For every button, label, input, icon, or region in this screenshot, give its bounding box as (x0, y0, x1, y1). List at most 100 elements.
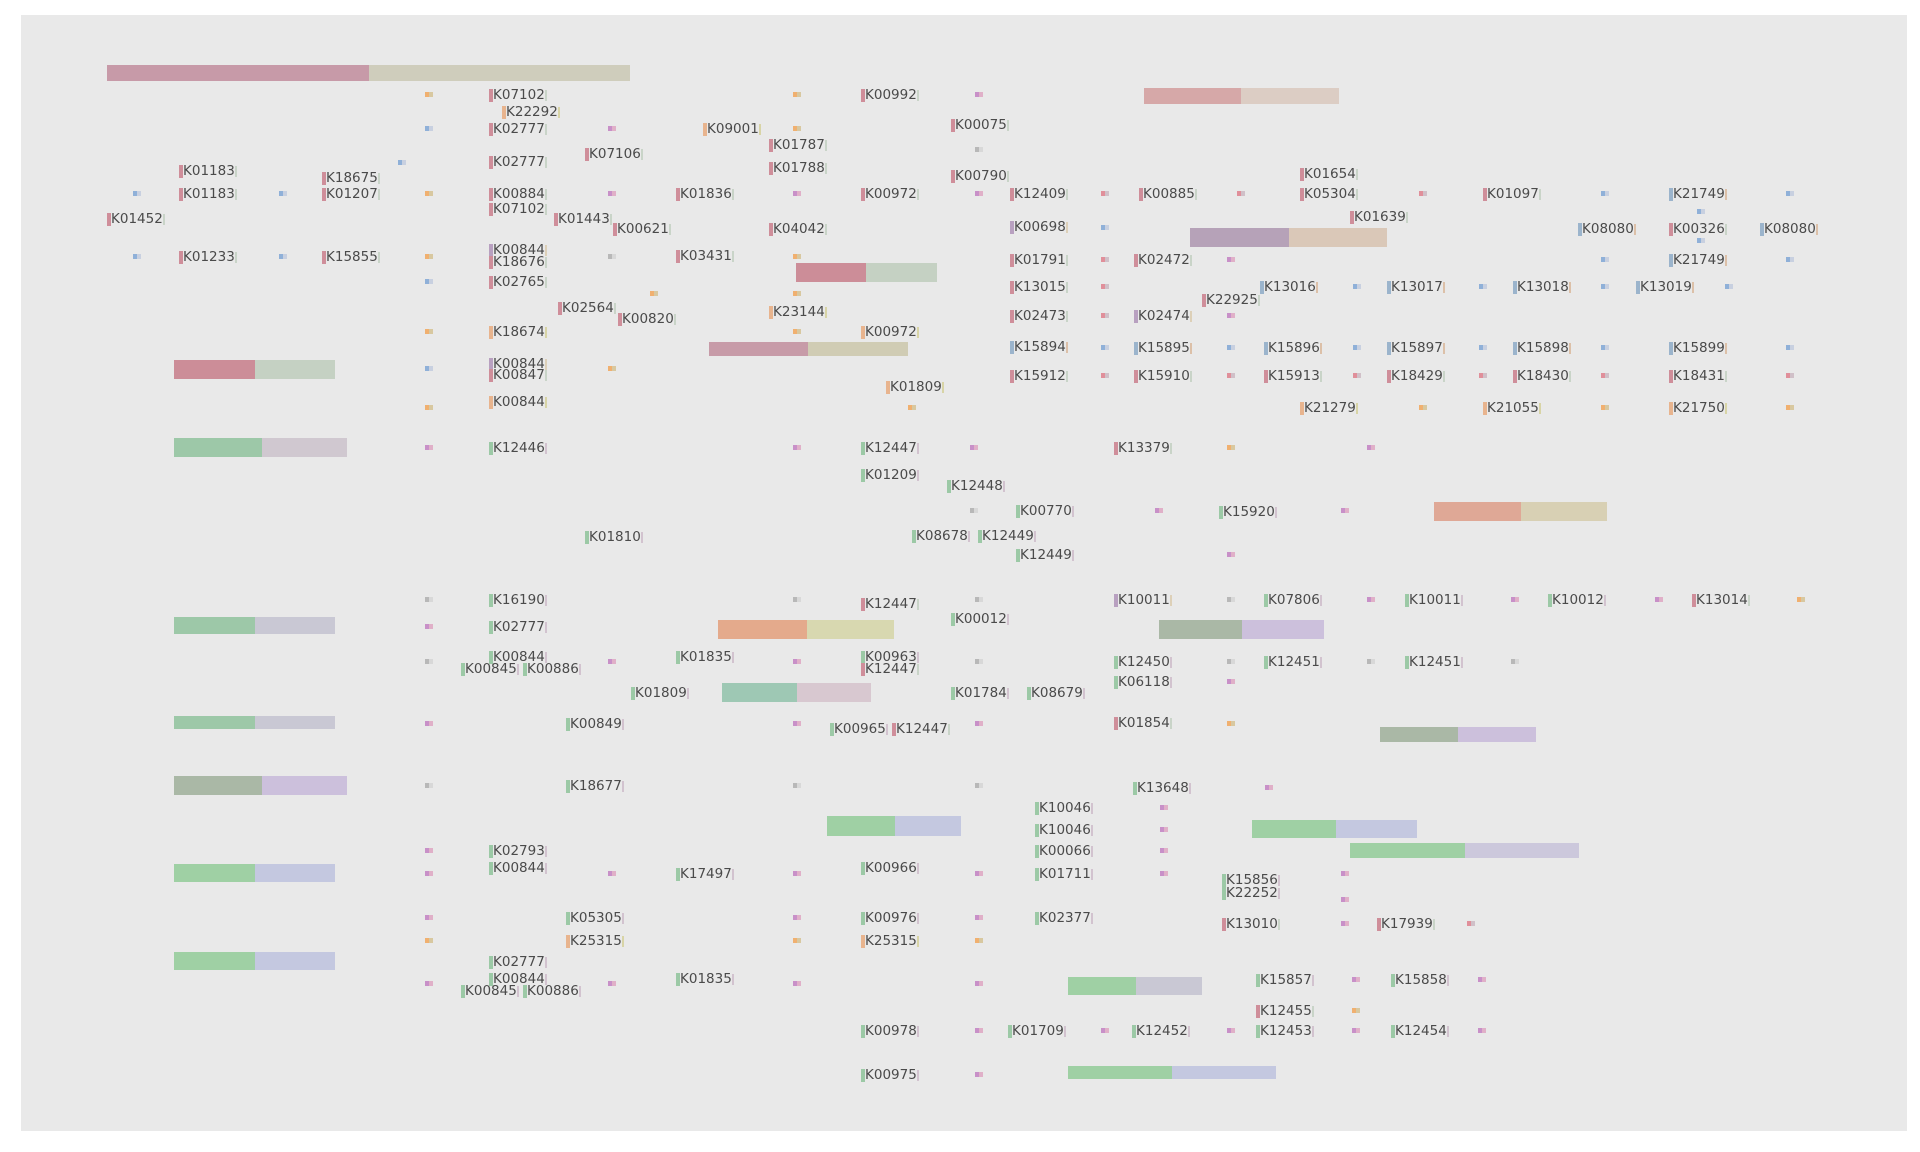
ko-node-k12449[interactable]: K12449 (1016, 548, 1074, 563)
module-bar[interactable] (796, 263, 937, 282)
ko-node-k00886[interactable]: K00886 (523, 662, 581, 677)
ko-node-k07102[interactable]: K07102 (489, 202, 547, 217)
ko-node-k18676[interactable]: K18676 (489, 255, 547, 270)
ko-node-k15856[interactable]: K15856 (1222, 873, 1280, 888)
ko-node-k01809[interactable]: K01809 (631, 686, 689, 701)
ko-node-k13017[interactable]: K13017 (1387, 280, 1445, 295)
ko-node-k02777[interactable]: K02777 (489, 955, 547, 970)
ko-node-k00992[interactable]: K00992 (861, 88, 919, 103)
ko-node-k13015[interactable]: K13015 (1010, 280, 1068, 295)
ko-node-k00886[interactable]: K00886 (523, 984, 581, 999)
ko-node-k13010[interactable]: K13010 (1222, 917, 1280, 932)
ko-node-k12409[interactable]: K12409 (1010, 187, 1068, 202)
ko-node-k00966[interactable]: K00966 (861, 861, 919, 876)
module-bar[interactable] (1350, 843, 1579, 858)
ko-node-k02474[interactable]: K02474 (1134, 309, 1192, 324)
ko-node-k01809[interactable]: K01809 (886, 380, 944, 395)
ko-node-k01784[interactable]: K01784 (951, 686, 1009, 701)
ko-node-k01788[interactable]: K01788 (769, 161, 827, 176)
ko-node-k00972[interactable]: K00972 (861, 187, 919, 202)
ko-node-k13648[interactable]: K13648 (1133, 781, 1191, 796)
ko-node-k12448[interactable]: K12448 (947, 479, 1005, 494)
ko-node-k22925[interactable]: K22925 (1202, 293, 1260, 308)
ko-node-k01787[interactable]: K01787 (769, 138, 827, 153)
ko-node-k00844[interactable]: K00844 (489, 395, 547, 410)
ko-node-k13016[interactable]: K13016 (1260, 280, 1318, 295)
ko-node-k18431[interactable]: K18431 (1669, 369, 1727, 384)
ko-node-k00012[interactable]: K00012 (951, 612, 1009, 627)
ko-node-k01791[interactable]: K01791 (1010, 253, 1068, 268)
ko-node-k00844[interactable]: K00844 (489, 357, 547, 372)
ko-node-k01183[interactable]: K01183 (179, 187, 237, 202)
ko-node-k15897[interactable]: K15897 (1387, 341, 1445, 356)
ko-node-k00845[interactable]: K00845 (461, 984, 519, 999)
module-bar[interactable] (1434, 502, 1607, 521)
ko-node-k02564[interactable]: K02564 (558, 301, 616, 316)
module-bar[interactable] (827, 816, 961, 836)
ko-node-k25315[interactable]: K25315 (566, 934, 624, 949)
ko-node-k12455[interactable]: K12455 (1256, 1004, 1314, 1019)
ko-node-k01854[interactable]: K01854 (1114, 716, 1172, 731)
ko-node-k01183[interactable]: K01183 (179, 164, 237, 179)
ko-node-k05304[interactable]: K05304 (1300, 187, 1358, 202)
ko-node-k13379[interactable]: K13379 (1114, 441, 1172, 456)
ko-node-k15913[interactable]: K15913 (1264, 369, 1322, 384)
ko-node-k00847[interactable]: K00847 (489, 368, 547, 383)
ko-node-k12447[interactable]: K12447 (861, 441, 919, 456)
module-bar[interactable] (1068, 1066, 1276, 1079)
ko-node-k02793[interactable]: K02793 (489, 844, 547, 859)
ko-node-k00820[interactable]: K00820 (618, 312, 676, 327)
ko-node-k03431[interactable]: K03431 (676, 249, 734, 264)
ko-node-k00885[interactable]: K00885 (1139, 187, 1197, 202)
ko-node-k00978[interactable]: K00978 (861, 1024, 919, 1039)
ko-node-k22292[interactable]: K22292 (502, 105, 560, 120)
module-bar[interactable] (1068, 977, 1202, 995)
ko-node-k02765[interactable]: K02765 (489, 275, 547, 290)
ko-node-k21279[interactable]: K21279 (1300, 401, 1358, 416)
ko-node-k15895[interactable]: K15895 (1134, 341, 1192, 356)
ko-node-k18675[interactable]: K18675 (322, 171, 380, 186)
ko-node-k02473[interactable]: K02473 (1010, 309, 1068, 324)
ko-node-k12453[interactable]: K12453 (1256, 1024, 1314, 1039)
ko-node-k12447[interactable]: K12447 (861, 597, 919, 612)
ko-node-k00075[interactable]: K00075 (951, 118, 1009, 133)
module-bar[interactable] (174, 952, 335, 970)
ko-node-k10012[interactable]: K10012 (1548, 593, 1606, 608)
ko-node-k12449[interactable]: K12449 (978, 529, 1036, 544)
ko-node-k15855[interactable]: K15855 (322, 250, 380, 265)
ko-node-k00844[interactable]: K00844 (489, 243, 547, 258)
ko-node-k01709[interactable]: K01709 (1008, 1024, 1066, 1039)
ko-node-k12454[interactable]: K12454 (1391, 1024, 1449, 1039)
ko-node-k07106[interactable]: K07106 (585, 147, 643, 162)
ko-node-k07806[interactable]: K07806 (1264, 593, 1322, 608)
ko-node-k08080[interactable]: K08080 (1578, 222, 1636, 237)
ko-node-k15898[interactable]: K15898 (1513, 341, 1571, 356)
ko-node-k18429[interactable]: K18429 (1387, 369, 1445, 384)
ko-node-k07102[interactable]: K07102 (489, 88, 547, 103)
ko-node-k01209[interactable]: K01209 (861, 468, 919, 483)
ko-node-k15894[interactable]: K15894 (1010, 340, 1068, 355)
module-bar[interactable] (709, 342, 908, 356)
ko-node-k12447[interactable]: K12447 (861, 662, 919, 677)
ko-node-k18674[interactable]: K18674 (489, 325, 547, 340)
ko-node-k00965[interactable]: K00965 (830, 722, 888, 737)
ko-node-k18677[interactable]: K18677 (566, 779, 624, 794)
ko-node-k08080[interactable]: K08080 (1760, 222, 1818, 237)
ko-node-k02777[interactable]: K02777 (489, 620, 547, 635)
ko-node-k12447[interactable]: K12447 (892, 722, 950, 737)
module-bar[interactable] (174, 716, 335, 729)
ko-node-k00972[interactable]: K00972 (861, 325, 919, 340)
ko-node-k15910[interactable]: K15910 (1134, 369, 1192, 384)
ko-node-k10046[interactable]: K10046 (1035, 801, 1093, 816)
ko-node-k00844[interactable]: K00844 (489, 861, 547, 876)
ko-node-k00975[interactable]: K00975 (861, 1068, 919, 1083)
ko-node-k01835[interactable]: K01835 (676, 972, 734, 987)
ko-node-k01810[interactable]: K01810 (585, 530, 643, 545)
ko-node-k00844[interactable]: K00844 (489, 972, 547, 987)
ko-node-k15857[interactable]: K15857 (1256, 973, 1314, 988)
module-bar[interactable] (1380, 727, 1536, 742)
ko-node-k01097[interactable]: K01097 (1483, 187, 1541, 202)
module-bar[interactable] (1252, 820, 1417, 838)
ko-node-k01836[interactable]: K01836 (676, 187, 734, 202)
ko-node-k02777[interactable]: K02777 (489, 122, 547, 137)
